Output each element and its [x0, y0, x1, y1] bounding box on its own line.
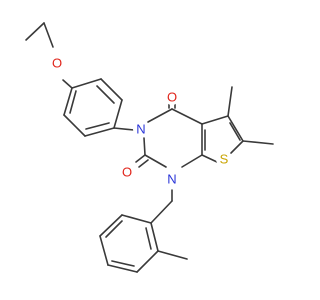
- bond: [147, 108, 173, 123]
- bond: [71, 78, 102, 89]
- sulfur-atom: S: [216, 151, 232, 167]
- bond: [121, 214, 152, 224]
- bond: [63, 87, 73, 116]
- bond: [229, 122, 241, 141]
- carbonyl-oxygen-2-label: O: [122, 165, 132, 180]
- bond: [63, 114, 86, 137]
- bond: [69, 90, 77, 114]
- ether-oxygen-atom: O: [49, 55, 65, 71]
- bond: [201, 115, 229, 125]
- bond: [145, 227, 152, 250]
- bond: [157, 250, 188, 260]
- bonds: [25, 22, 274, 273]
- bond: [85, 122, 110, 130]
- bond: [105, 220, 123, 238]
- bond: [113, 99, 123, 129]
- bond: [62, 79, 73, 89]
- bond: [227, 115, 244, 142]
- bond: [227, 86, 233, 117]
- nitrogen-3-label: N: [136, 122, 145, 137]
- bond: [150, 200, 173, 224]
- bond: [96, 85, 115, 104]
- bond: [100, 78, 123, 101]
- nitrogen-1-atom: N: [164, 171, 180, 187]
- bond: [111, 260, 135, 267]
- bond: [99, 214, 123, 237]
- bond: [230, 140, 244, 154]
- molecule-structure: O N N O O S: [25, 22, 274, 273]
- bond: [138, 159, 149, 168]
- carbonyl-oxygen-4-label: O: [167, 90, 177, 105]
- bond: [136, 250, 159, 273]
- bond: [143, 137, 146, 156]
- bond: [201, 154, 218, 163]
- bond: [171, 108, 203, 125]
- nitrogen-3-atom: N: [133, 121, 149, 137]
- bond: [150, 222, 159, 252]
- nitrogen-1-label: N: [167, 172, 176, 187]
- carbonyl-oxygen-2-atom: O: [119, 164, 135, 180]
- bond: [107, 264, 138, 273]
- sulfur-label: S: [220, 152, 229, 167]
- bond: [25, 22, 45, 41]
- carbonyl-oxygen-4-atom: O: [164, 89, 180, 105]
- bond: [113, 127, 135, 131]
- ether-oxygen-label: O: [52, 56, 62, 71]
- bond: [99, 235, 109, 266]
- bond: [84, 127, 115, 137]
- bond: [135, 154, 146, 163]
- bond: [144, 154, 167, 168]
- bond: [43, 22, 54, 48]
- bond: [242, 140, 274, 145]
- atom-labels: O N N O O S: [49, 55, 232, 187]
- bond: [181, 154, 203, 168]
